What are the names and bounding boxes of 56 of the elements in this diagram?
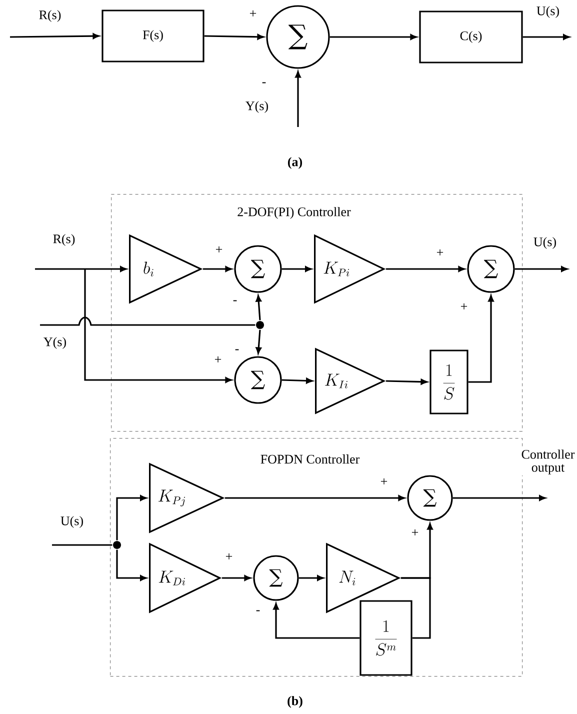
arrow — [522, 34, 570, 40]
arrow — [298, 575, 324, 581]
arrow — [386, 266, 465, 272]
signal-label: U(s) — [534, 237, 556, 249]
signal-label: - — [235, 349, 239, 350]
signal-label: Y(s) — [246, 101, 268, 113]
transfer-box: $\frac{1}{S^m}$ — [360, 600, 412, 676]
arrow — [386, 378, 428, 385]
arrow — [282, 378, 313, 384]
arrow — [84, 269, 232, 383]
summing-junction: ∑ — [253, 555, 299, 601]
signal-label: - — [256, 610, 260, 612]
transfer-box: $\frac{1}{S}$ — [430, 350, 468, 414]
arrow — [10, 33, 100, 39]
block-box: C(s) — [419, 10, 523, 64]
arrow — [116, 495, 147, 540]
arrow — [330, 34, 417, 40]
arrow — [256, 330, 262, 354]
signal-label: + — [436, 249, 444, 256]
summing-junction: ∑ — [407, 475, 453, 521]
block-box: F(s) — [102, 10, 204, 62]
signal-label: + — [380, 478, 388, 484]
signal-label: R(s) — [53, 234, 75, 246]
signal-label: - — [262, 82, 266, 84]
arrow — [116, 550, 147, 581]
signal-label: Y(s) — [44, 337, 66, 349]
signal-label: U(s) — [60, 516, 83, 528]
panel-caption: (a) — [288, 157, 302, 169]
signal-label: + — [460, 303, 468, 310]
arrow — [256, 295, 262, 320]
signal-label: - — [233, 300, 237, 302]
signal-label: + — [216, 246, 222, 252]
arrow — [224, 495, 405, 501]
summing-junction: ∑ — [467, 245, 515, 293]
arrow — [468, 295, 494, 383]
signal-label: + — [214, 356, 222, 362]
signal-label: U(s) — [536, 6, 559, 18]
summing-junction: ∑ — [234, 245, 282, 293]
junction-dot — [256, 321, 264, 329]
signal-label: Controller output — [518, 448, 577, 476]
arrow — [273, 603, 360, 639]
arrow — [452, 495, 546, 501]
panel-caption: (b) — [288, 696, 302, 708]
arrow — [295, 71, 301, 127]
arrow — [222, 575, 251, 581]
arrow — [514, 266, 568, 272]
signal-label: + — [412, 529, 418, 536]
arrow — [204, 34, 264, 40]
arrow — [282, 266, 312, 272]
junction-dot — [113, 541, 121, 549]
summing-junction: ∑ — [234, 356, 282, 404]
summing-junction: ∑ — [266, 5, 330, 69]
arrow — [35, 266, 127, 272]
signal-label: R(s) — [39, 10, 61, 22]
signal-label: + — [226, 553, 232, 560]
arrow — [202, 266, 232, 272]
